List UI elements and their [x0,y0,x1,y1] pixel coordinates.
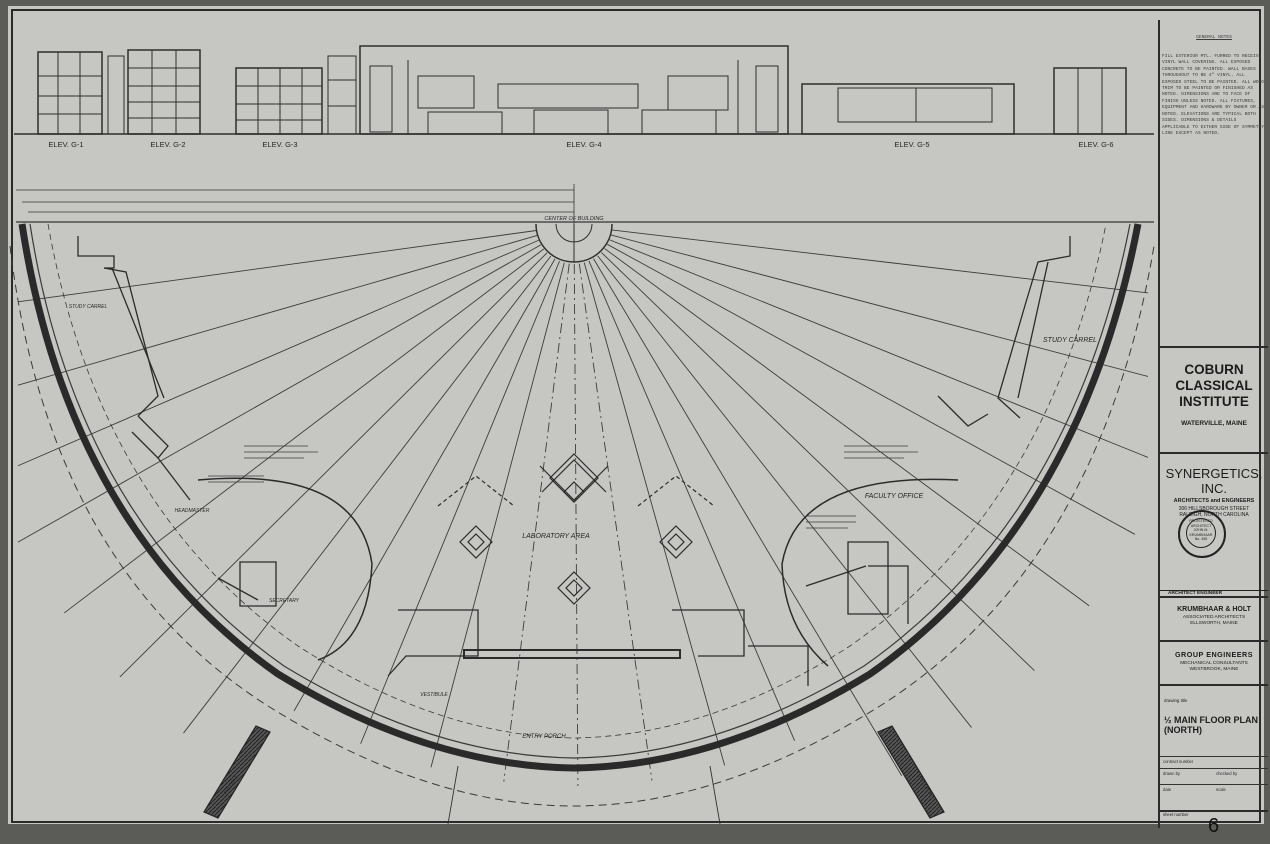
entry-porch-label: ENTRY PORCH [522,734,566,740]
associated-sub: ASSOCIATED ARCHITECTS ELLSWORTH, MAINE [1160,615,1268,626]
drawing-title-label: drawing title [1164,698,1188,703]
floor-plan-drawing: ELEV. G-1 ELEV. G-2 ELEV. G-3 ELEV. G-4 … [9,9,1261,824]
school-name-line: CLASSICAL [1175,378,1253,393]
associated-sub-line: ASSOCIATED ARCHITECTS [1182,615,1246,620]
headmaster-label: HEADMASTER [175,508,210,514]
drawn-row: drawn by checked by [1160,768,1268,783]
radial-line [183,255,552,734]
date-row: date scale [1160,784,1268,809]
annotation-notes [208,445,918,529]
scale-label: scale [1216,787,1226,792]
architect-seal: REGISTERED ARCHITECT JOHN M. KRUMBHAAR N… [1178,510,1226,558]
checked-label: checked by [1216,771,1238,776]
radial-line [607,243,1136,535]
elev-label: ELEV. G-1 [48,140,83,149]
radial-line [573,263,579,786]
general-notes: GENERAL NOTES FILL EXTERIOR MTL. FURRED … [1162,22,1266,342]
architect-name: SYNERGETICS, INC. [1165,466,1263,496]
drawing-title-sub: (NORTH) [1164,725,1202,735]
center-of-building-label: CENTER OF BUILDING [544,216,604,222]
plan-dimensions [16,184,1154,228]
engineers-sub-line: MECHANICAL CONSULTANTS [1180,661,1248,666]
drawing-title-block: drawing title ½ MAIN FLOOR PLAN (NORTH) [1160,684,1268,774]
architect-subtitle: ARCHITECTS and ENGINEERS [1173,498,1255,504]
radial-line [601,252,1035,671]
radial-line [611,229,1149,294]
radial-line [503,263,570,782]
radial-line [588,260,796,741]
general-notes-title: GENERAL NOTES [1196,34,1232,40]
faculty-office-label: FACULTY OFFICE [865,493,924,500]
contract-row: contract number [1160,756,1268,767]
study-carrel-left-label: STUDY CARREL [69,304,108,310]
radial-line [63,248,545,614]
date-label: date [1163,787,1172,792]
blueprint-sheet: ELEV. G-1 ELEV. G-2 ELEV. G-3 ELEV. G-4 … [8,6,1268,837]
radial-line [597,255,972,728]
title-block: GENERAL NOTES FILL EXTERIOR MTL. FURRED … [1158,20,1268,837]
contract-label: contract number [1163,759,1194,764]
associated-sub-line: ELLSWORTH, MAINE [1190,620,1238,626]
vestibule-label: VESTIBULE [420,692,448,698]
elev-label: ELEV. G-5 [894,140,929,149]
elevation-strip [14,45,1154,135]
seal-line: No. 455 [1194,537,1208,542]
sheet-number: 6 [1208,815,1220,837]
radial-line [578,263,653,781]
radial-line [17,235,538,386]
associated-architects-block: KRUMBHAAR & HOLT ASSOCIATED ARCHITECTS E… [1160,596,1268,642]
sheet-number-label: sheet number [1163,812,1189,817]
exterior-wall [9,223,1155,807]
school-location: WATERVILLE, MAINE [1181,420,1247,427]
address-line: 306 HILLSBOROUGH STREET [1178,506,1250,512]
right-wing [672,236,1071,686]
roles-line: ARCHITECT ENGINEER [1160,590,1268,596]
engineers-name: GROUP ENGINEERS [1174,650,1254,659]
engineers-sub: MECHANICAL CONSULTANTS WESTBROOK, MAINE [1160,661,1268,672]
radial-line [604,248,1090,607]
seal-line: REGISTERED ARCHITECT [1189,519,1213,528]
drawing-title: ½ MAIN FLOOR PLAN [1164,715,1258,725]
seal-line: KRUMBHAAR [1189,532,1213,537]
elevation-labels: ELEV. G-1 ELEV. G-2 ELEV. G-3 ELEV. G-4 … [48,140,1113,149]
radial-line [293,258,556,712]
elev-label: ELEV. G-6 [1078,140,1113,149]
radial-line [119,252,548,678]
radial-line [610,234,1149,377]
left-wing [77,236,681,677]
radial-line [609,239,1149,458]
lab-tables [437,453,715,605]
engineers-block: GROUP ENGINEERS MECHANICAL CONSULTANTS W… [1160,640,1268,686]
drawn-label: drawn by [1163,771,1180,776]
school-name: COBURN CLASSICAL INSTITUTE [1160,362,1268,410]
study-carrel-right-label: STUDY CARREL [1043,337,1097,344]
laboratory-area-label: LABORATORY AREA [522,533,590,540]
radial-line [17,239,539,467]
general-notes-text: FILL EXTERIOR MTL. FURRED TO RECEIVE VIN… [1162,54,1264,136]
radial-line [430,262,565,768]
radial-line [17,230,537,303]
room-labels: CENTER OF BUILDING LABORATORY AREA FACUL… [69,216,1097,796]
radial-line [583,262,726,766]
associated-name: KRUMBHAAR & HOLT [1177,606,1251,613]
elev-label: ELEV. G-4 [566,140,601,149]
school-name-line: INSTITUTE [1179,394,1249,409]
entry-porch-lines [447,765,721,824]
architect-block: SYNERGETICS, INC. ARCHITECTS and ENGINEE… [1160,452,1268,598]
center-of-building-mark [535,223,613,263]
secretary-label: SECRETARY [269,598,300,604]
radial-line [17,244,542,543]
pylons [203,725,945,819]
school-block: COBURN CLASSICAL INSTITUTE WATERVILLE, M… [1160,346,1268,454]
elev-label: ELEV. G-3 [262,140,297,149]
sheet-number-block: sheet number 6 [1160,810,1268,844]
seal-line: JOHN M. [1193,528,1209,533]
elev-label: ELEV. G-2 [150,140,185,149]
radial-line [593,258,903,776]
seal-text: REGISTERED ARCHITECT JOHN M. KRUMBHAAR N… [1186,518,1216,548]
radial-line [360,260,560,744]
school-name-line: COBURN [1184,362,1244,377]
engineers-sub-line: WESTBROOK, MAINE [1189,666,1239,672]
